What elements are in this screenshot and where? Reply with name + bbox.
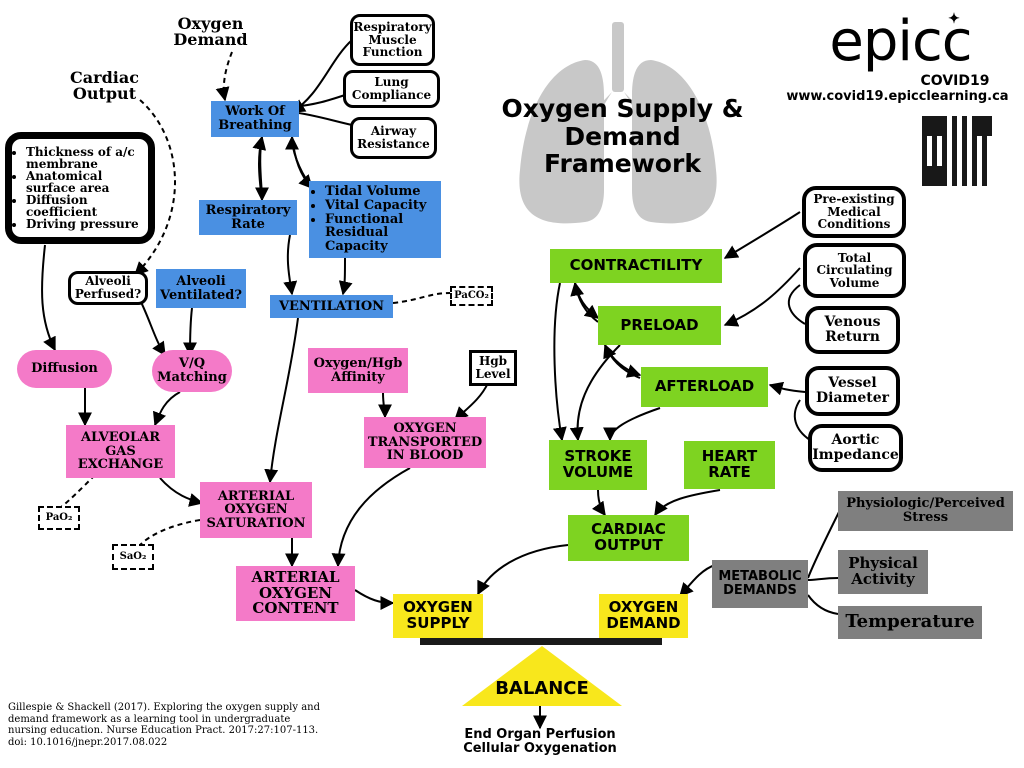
node-cardiac-output: CARDIAC OUTPUT [568,515,689,561]
node-preload: PRELOAD [598,306,721,345]
outcome-cellular: Cellular Oxygenation [463,741,617,756]
node-pao2: PaO₂ [38,506,80,530]
qr-code-icon [922,116,992,186]
node-total-circulating: Total Circulating Volume [803,243,906,298]
node-oxygen-supply: OXYGEN SUPPLY [393,594,483,638]
node-physical-activity: Physical Activity [838,550,928,594]
node-pre-existing: Pre-existing Medical Conditions [802,186,906,238]
list-item: Diffusion coefficient [26,194,148,218]
node-contractility: CONTRACTILITY [550,249,722,283]
label-cardiac-output: Cardiac Output [70,68,139,103]
node-venous-return: Venous Return [805,306,900,354]
node-arterial-content: ARTERIAL OXYGEN CONTENT [236,566,355,621]
node-sao2: SaO₂ [112,544,154,570]
node-metabolic-demands: METABOLIC DEMANDS [712,560,808,608]
balance-label: BALANCE [495,678,589,699]
brand-sub: COVID19 [920,73,990,89]
node-afterload: AFTERLOAD [641,367,768,407]
list-item: Thickness of a/c membrane [26,146,148,170]
node-diffusion: Diffusion [17,350,112,388]
maple-leaf-icon: ✦ [948,11,960,27]
node-stroke-volume: STROKE VOLUME [549,440,647,490]
node-vessel-diameter: Vessel Diameter [805,366,900,416]
list-item: Driving pressure [26,218,148,230]
node-lung-compliance: Lung Compliance [343,70,440,108]
node-oxygen-transported: OXYGEN TRANSPORTED IN BLOOD [364,417,486,468]
list-item: Anatomical surface area [26,170,148,194]
node-arterial-saturation: ARTERIAL OXYGEN SATURATION [200,482,312,538]
brand-logo: epicc [829,9,972,74]
node-vq-matching: V/Q Matching [152,350,232,392]
node-heart-rate: HEART RATE [684,441,775,489]
node-alveoli-perfused: Alveoli Perfused? [68,271,148,305]
diagram-title: Oxygen Supply & Demand Framework [501,94,744,178]
node-lung-volumes: Tidal Volume Vital Capacity Functional R… [309,181,441,258]
list-item: Tidal Volume [325,185,441,199]
node-physiologic-stress: Physiologic/Perceived Stress [838,491,1013,531]
lungs-illustration [519,22,717,224]
node-oxygen-demand: OXYGEN DEMAND [599,594,688,638]
node-resp-muscle: Respiratory Muscle Function [350,14,435,66]
outcome-end-organ: End Organ Perfusion [464,727,616,742]
node-respiratory-rate: Respiratory Rate [199,200,297,235]
balance-triangle [462,646,622,706]
node-alveolar-gas-exchange: ALVEOLAR GAS EXCHANGE [66,425,175,478]
node-temperature: Temperature [838,606,982,639]
node-ventilation: VENTILATION [270,295,393,318]
node-o2-hgb-affinity: Oxygen/Hgb Affinity [308,348,408,393]
list-item: Functional Residual Capacity [325,212,441,254]
list-item: Vital Capacity [325,199,441,213]
node-diffusion-factors: Thickness of a/c membrane Anatomical sur… [5,132,155,244]
citation: Gillespie & Shackell (2017). Exploring t… [8,702,320,748]
label-oxygen-demand: Oxygen Demand [173,14,248,49]
node-work-of-breathing: Work Of Breathing [211,101,299,137]
node-paco2: PaCO₂ [450,286,493,306]
brand-url: www.covid19.epicclearning.ca [786,89,1009,104]
node-aortic-impedance: Aortic Impedance [808,424,903,472]
node-airway-resistance: Airway Resistance [350,117,437,159]
node-alveoli-ventilated: Alveoli Ventilated? [156,269,246,308]
node-hgb-level: Hgb Level [469,350,517,386]
